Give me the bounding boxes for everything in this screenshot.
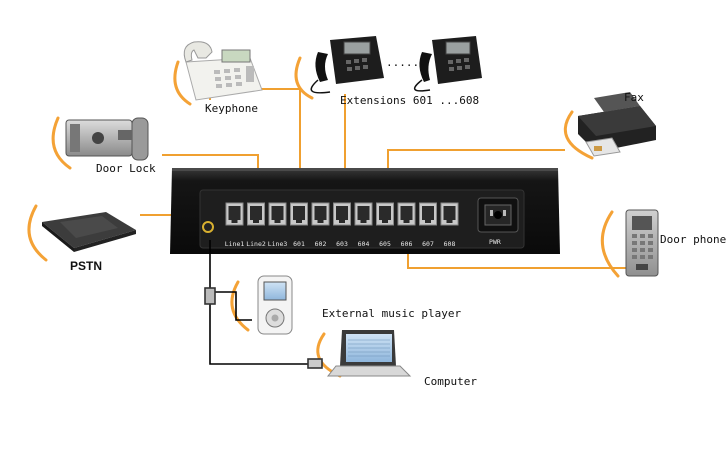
pstn-modem-icon (42, 212, 136, 252)
swoosh-door-lock (51, 116, 72, 170)
cable-music-player (210, 291, 252, 321)
port-label: 602 (315, 240, 327, 248)
extension-phone-icon (310, 36, 384, 94)
label-pstn: PSTN (70, 259, 102, 273)
keyphone-icon (183, 41, 263, 101)
decorative-swooshes (27, 56, 620, 378)
port-label: Line1 (225, 240, 245, 248)
swoosh-music-player (230, 280, 250, 332)
swoosh-extensions (294, 56, 314, 100)
swoosh-fax (563, 110, 594, 160)
label-computer: Computer (424, 375, 477, 388)
door-lock-icon (65, 117, 149, 161)
port-label: 608 (444, 240, 456, 248)
port-label: 605 (379, 240, 391, 248)
door-phone-icon (625, 209, 659, 277)
rj11-ports (225, 202, 459, 226)
label-fax: Fax (624, 91, 644, 104)
rj11-port (440, 202, 459, 226)
power-socket (477, 197, 519, 233)
label-music-player: External music player (322, 307, 461, 320)
rj11-port (397, 202, 416, 226)
rj11-port (268, 202, 287, 226)
port-label: 606 (401, 240, 413, 248)
label-door-phone: Door phone (660, 233, 726, 246)
port-label: 607 (422, 240, 434, 248)
audio-jack (202, 221, 214, 233)
swoosh-keyphone (173, 60, 192, 106)
label-extensions: Extensions 601 ...608 (340, 94, 479, 107)
pbx-top-edge (172, 168, 558, 171)
port-label: 604 (358, 240, 370, 248)
cable-computer (209, 240, 318, 365)
rj11-port (376, 202, 394, 226)
swoosh-pstn (27, 204, 48, 262)
label-keyphone: Keyphone (205, 102, 258, 115)
rj11-port (333, 202, 351, 226)
label-extension-dots: ...... (386, 56, 426, 69)
music-player-icon (257, 275, 293, 335)
port-label: Line3 (268, 240, 288, 248)
rj11-port (290, 202, 308, 226)
rj11-port (354, 202, 373, 226)
audio-cables (204, 240, 323, 369)
swoosh-door-phone (600, 210, 620, 278)
label-door-lock: Door Lock (96, 162, 156, 175)
laptop-icon (326, 330, 412, 377)
label-power: PWR (489, 238, 501, 246)
port-label: 603 (336, 240, 348, 248)
rj11-port (419, 202, 437, 226)
fax-icon (578, 92, 656, 157)
rj11-port (311, 202, 330, 226)
rj11-port (247, 202, 265, 226)
port-label: Line2 (246, 240, 266, 248)
extension-phone-icon-2 (413, 36, 482, 92)
rj11-port (225, 202, 244, 226)
port-label: 601 (293, 240, 305, 248)
